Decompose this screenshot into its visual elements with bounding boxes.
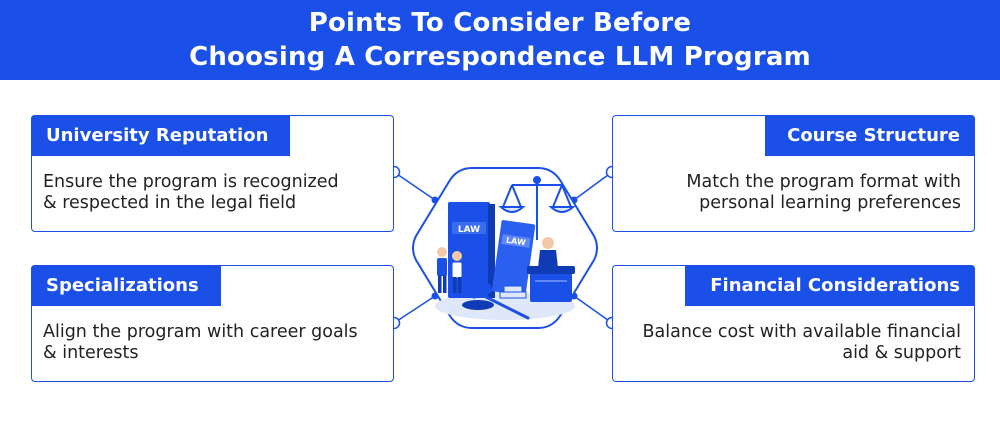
card-university-reputation: University Reputation Ensure the program…: [31, 115, 394, 232]
card-title-university-reputation: University Reputation: [31, 115, 290, 156]
person-middle-icon: [451, 251, 463, 293]
body-line: & interests: [43, 343, 139, 363]
floor-shadow: [435, 292, 575, 320]
card-financial-considerations: Financial Considerations Balance cost wi…: [612, 265, 975, 382]
body-line: aid & support: [842, 343, 961, 363]
connector-top-right: [573, 171, 613, 201]
book-label-1: LAW: [458, 225, 480, 235]
gavel-icon: [462, 283, 530, 320]
title-line-2: Choosing A Correspondence LLM Program: [189, 42, 811, 72]
body-line: personal learning preferences: [699, 193, 961, 213]
connector-top-left: [393, 171, 436, 201]
body-line: Match the program format with: [686, 172, 961, 192]
card-specializations: Specializations Align the program with c…: [31, 265, 394, 382]
body-line: Ensure the program is recognized: [43, 172, 339, 192]
card-body-university-reputation: Ensure the program is recognized & respe…: [43, 172, 373, 214]
card-body-course-structure: Match the program format with personal l…: [631, 172, 961, 214]
body-line: & respected in the legal field: [43, 193, 297, 213]
person-right-icon: [538, 237, 558, 268]
card-body-financial-considerations: Balance cost with available financial ai…: [616, 322, 961, 364]
podium-icon: [527, 266, 575, 302]
card-title-financial-considerations: Financial Considerations: [685, 265, 975, 306]
connector-dots: [387, 165, 619, 330]
step-blocks: [499, 285, 527, 299]
law-book-second: LAW: [492, 220, 536, 296]
connector-bottom-right: [573, 295, 613, 324]
law-book-large: LAW: [448, 202, 495, 298]
card-title-course-structure: Course Structure: [765, 115, 975, 156]
scales-icon: [498, 176, 576, 240]
hexagon-frame: [412, 167, 598, 329]
header-banner: Points To Consider Before Choosing A Cor…: [0, 0, 1000, 80]
title-line-1: Points To Consider Before: [308, 8, 692, 38]
body-line: Balance cost with available financial: [642, 322, 961, 342]
card-body-specializations: Align the program with career goals & in…: [43, 322, 393, 364]
book-label-2: LAW: [505, 236, 526, 248]
card-course-structure: Course Structure Match the program forma…: [612, 115, 975, 232]
body-line: Align the program with career goals: [43, 322, 358, 342]
person-left-icon: [437, 247, 447, 293]
connector-lines: [393, 171, 613, 324]
inner-dots: [431, 196, 578, 300]
connector-bottom-left: [393, 295, 436, 324]
card-title-specializations: Specializations: [31, 265, 221, 306]
